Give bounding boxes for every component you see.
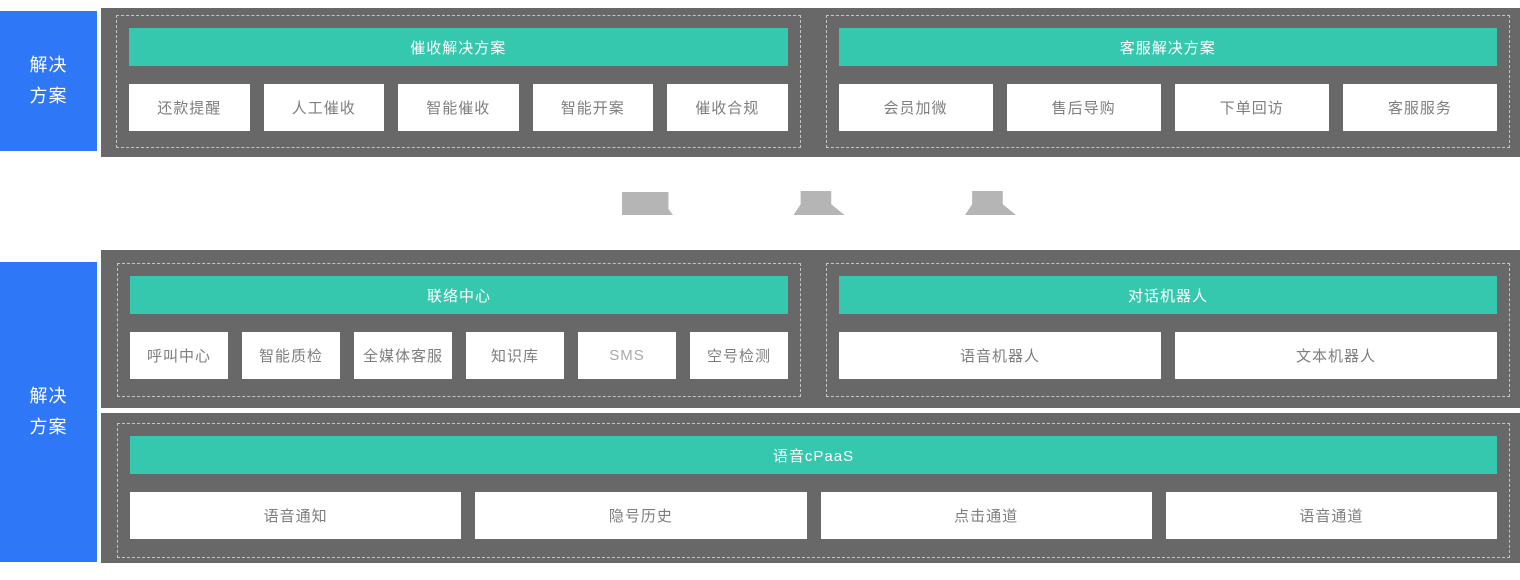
- group-title-voice-cpaas: 语音cPaaS: [130, 436, 1497, 474]
- solution-box: 呼叫中心: [130, 332, 228, 379]
- group-contact-center: 联络中心 呼叫中心 智能质检 全媒体客服 知识库 SMS 空号检测: [117, 263, 801, 397]
- group-collection-solution: 催收解决方案 还款提醒 人工催收 智能催收 智能开案 催收合规: [116, 15, 801, 148]
- panel-bottom: 语音cPaaS 语音通知 隐号历史 点击通道 语音通道: [101, 413, 1520, 563]
- panel-top: 催收解决方案 还款提醒 人工催收 智能催收 智能开案 催收合规 客服解决方案 会…: [101, 8, 1520, 157]
- side-label-top-line2: 方案: [29, 86, 68, 106]
- group-chatbot: 对话机器人 语音机器人 文本机器人: [826, 263, 1510, 397]
- solution-box: 催收合规: [667, 84, 788, 131]
- trapezoid-connector-icon: [965, 191, 1016, 215]
- panel-connectors: [622, 190, 1016, 215]
- solution-box: 客服服务: [1342, 84, 1497, 131]
- panel-middle: 联络中心 呼叫中心 智能质检 全媒体客服 知识库 SMS 空号检测 对话机器人 …: [101, 250, 1520, 408]
- group-voice-cpaas: 语音cPaaS 语音通知 隐号历史 点击通道 语音通道: [117, 423, 1510, 558]
- trapezoid-connector-icon: [793, 191, 845, 215]
- solution-box: 会员加微: [838, 84, 993, 131]
- solution-box: 还款提醒: [129, 84, 250, 131]
- side-label-top: 解决 方案: [0, 11, 97, 151]
- solution-box: 全媒体客服: [354, 332, 452, 379]
- group-customer-service-solution: 客服解决方案 会员加微 售后导购 下单回访 客服服务: [825, 15, 1510, 148]
- solution-box: 空号检测: [690, 332, 788, 379]
- side-label-bottom-line1: 解决: [29, 386, 68, 406]
- voice-cpaas-items-row: 语音通知 隐号历史 点击通道 语音通道: [130, 492, 1497, 539]
- customer-service-items-row: 会员加微 售后导购 下单回访 客服服务: [838, 84, 1497, 131]
- solution-box: 智能质检: [242, 332, 340, 379]
- solution-box: 知识库: [466, 332, 564, 379]
- solution-box: 智能开案: [532, 84, 653, 131]
- solution-box: 隐号历史: [475, 492, 807, 539]
- collection-items-row: 还款提醒 人工催收 智能催收 智能开案 催收合规: [129, 84, 788, 131]
- trapezoid-connector-icon: [622, 192, 673, 215]
- solution-box: 语音通知: [130, 492, 462, 539]
- group-title-chatbot: 对话机器人: [839, 276, 1497, 314]
- side-label-bottom: 解决 方案: [0, 262, 97, 562]
- group-title-customer-service: 客服解决方案: [838, 28, 1497, 66]
- group-title-contact-center: 联络中心: [130, 276, 788, 314]
- group-title-collection: 催收解决方案: [129, 28, 788, 66]
- solution-box: 点击通道: [820, 492, 1152, 539]
- side-label-bottom-line2: 方案: [29, 417, 68, 437]
- solution-box: 智能催收: [398, 84, 519, 131]
- solution-box: 下单回访: [1174, 84, 1329, 131]
- solution-box: 文本机器人: [1175, 332, 1497, 379]
- solution-box: 售后导购: [1006, 84, 1161, 131]
- solution-box: 人工催收: [263, 84, 384, 131]
- chatbot-items-row: 语音机器人 文本机器人: [839, 332, 1497, 379]
- contact-center-items-row: 呼叫中心 智能质检 全媒体客服 知识库 SMS 空号检测: [130, 332, 788, 379]
- solution-box: 语音通道: [1165, 492, 1497, 539]
- side-label-top-line1: 解决: [29, 55, 68, 75]
- solution-box: 语音机器人: [839, 332, 1161, 379]
- solution-box: SMS: [578, 332, 676, 379]
